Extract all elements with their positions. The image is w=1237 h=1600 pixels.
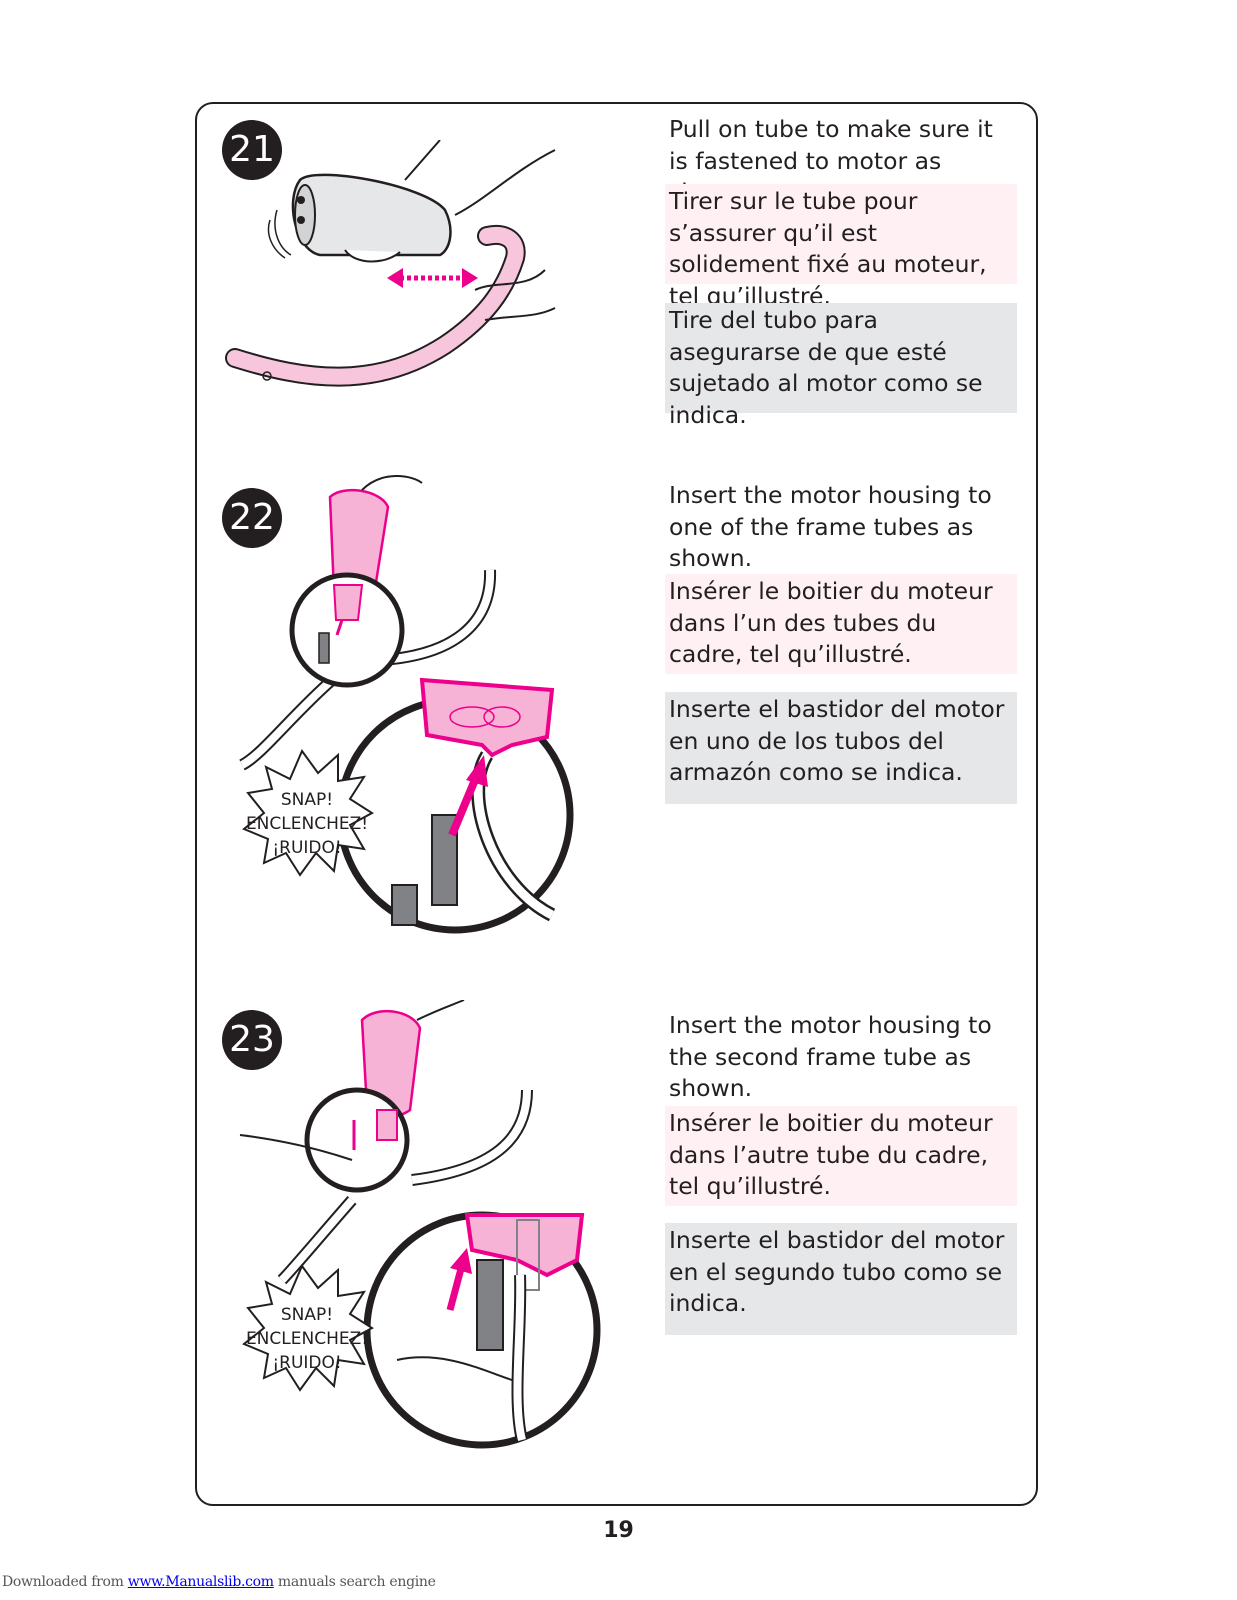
step-22-illustration — [238, 475, 574, 934]
snap-text-fr: ENCLENCHEZ! — [245, 1329, 369, 1349]
step-23-text-en: Insert the motor housing to the second f… — [665, 1010, 1017, 1102]
step-23-number: 23 — [222, 1010, 282, 1070]
download-footer: Downloaded from www.Manualslib.com manua… — [2, 1574, 436, 1590]
step-22-text-en: Insert the motor housing to one of the f… — [665, 480, 1017, 572]
step-23-illustration — [239, 1000, 601, 1449]
step-22-text-fr: Insérer le boitier du moteur dans l’un d… — [665, 574, 1017, 674]
snap-text-es: ¡RUIDO! — [272, 838, 342, 858]
page-number: 19 — [603, 1518, 634, 1543]
step-23-snap-label: SNAP! ENCLENCHEZ! ¡RUIDO! — [232, 1303, 382, 1375]
snap-text-fr: ENCLENCHEZ! — [245, 814, 369, 834]
step-23-text-es: Inserte el bastidor del motor en el segu… — [665, 1223, 1017, 1335]
step-22-snap-label: SNAP! ENCLENCHEZ! ¡RUIDO! — [232, 788, 382, 860]
step-21-text-fr: Tirer sur le tube pour s’assurer qu’il e… — [665, 184, 1017, 310]
snap-text-en: SNAP! — [280, 1305, 334, 1325]
step-23-text-fr: Insérer le boitier du moteur dans l’autr… — [665, 1106, 1017, 1206]
step-21-text-es: Tire del tubo para asegurarse de que est… — [665, 303, 1017, 429]
instruction-panel — [195, 102, 1038, 1506]
footer-prefix: Downloaded from — [2, 1574, 128, 1590]
manualslib-link[interactable]: www.Manualslib.com — [127, 1574, 274, 1590]
step-21-text-en: Pull on tube to make sure it is fastened… — [665, 114, 1017, 206]
step-21-number: 21 — [222, 120, 282, 180]
snap-text-es: ¡RUIDO! — [272, 1353, 342, 1373]
snap-text-en: SNAP! — [280, 790, 334, 810]
footer-suffix: manuals search engine — [273, 1574, 436, 1590]
step-22-text-es: Inserte el bastidor del motor en uno de … — [665, 692, 1017, 804]
step-21-illustration — [225, 140, 556, 387]
step-22-number: 22 — [222, 488, 282, 548]
